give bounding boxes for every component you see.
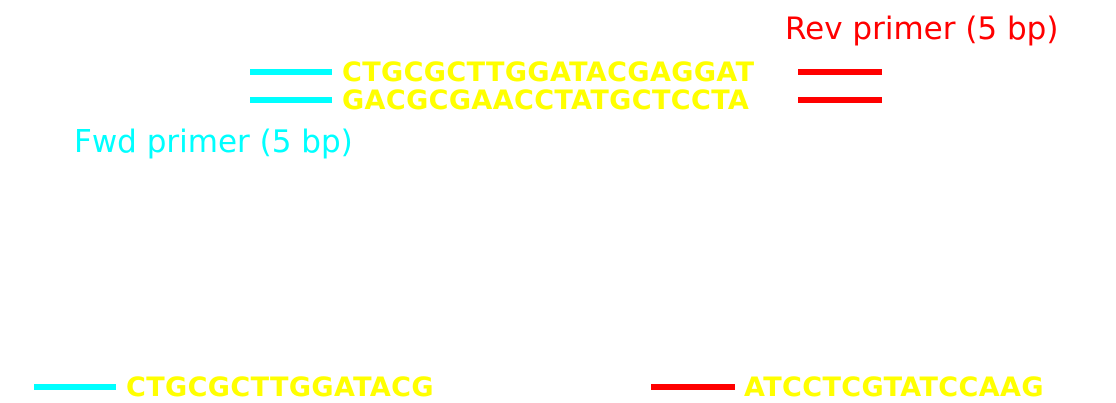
template-top-strand: CTGCGCTTGGATACGAGGAT (342, 57, 755, 88)
forward-read-sequence: CTGCGCTTGGATACG (126, 372, 434, 403)
forward-primer-bar-top (250, 69, 332, 75)
reverse-primer-bar-bottom (798, 97, 882, 103)
forward-primer-bar-bottom (250, 97, 332, 103)
forward-primer-label: Fwd primer (5 bp) (74, 124, 353, 160)
template-bottom-strand: GACGCGAACCTATGCTCCTA (342, 85, 750, 116)
reverse-primer-label: Rev primer (5 bp) (785, 11, 1059, 47)
reverse-read-primer-bar (651, 384, 735, 390)
forward-read-primer-bar (34, 384, 116, 390)
reverse-read-sequence: ATCCTCGTATCCAAG (744, 372, 1044, 403)
reverse-primer-bar-top (798, 69, 882, 75)
